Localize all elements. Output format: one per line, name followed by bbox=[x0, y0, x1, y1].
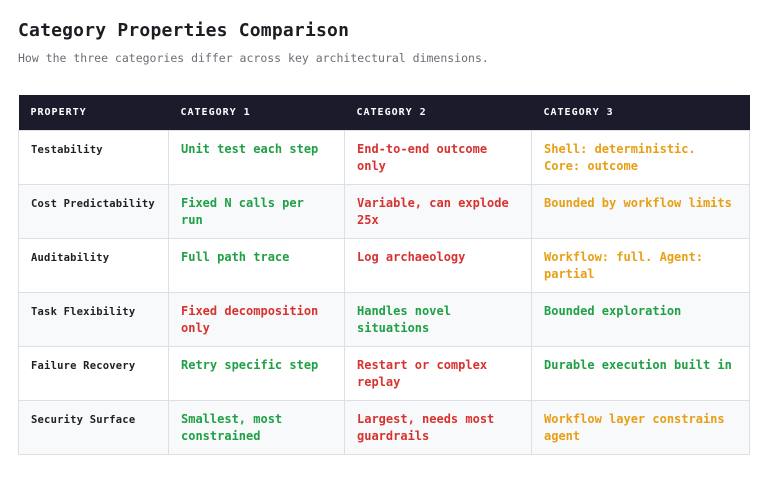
property-cell: Task Flexibility bbox=[18, 291, 169, 347]
category-1-cell: Retry specific step bbox=[168, 345, 345, 401]
comparison-table: PROPERTY CATEGORY 1 CATEGORY 2 CATEGORY … bbox=[18, 95, 750, 455]
property-cell: Security Surface bbox=[18, 399, 169, 455]
table-header: PROPERTY CATEGORY 1 CATEGORY 2 CATEGORY … bbox=[18, 95, 750, 130]
property-cell: Failure Recovery bbox=[18, 345, 169, 401]
property-cell: Auditability bbox=[18, 237, 169, 293]
category-2-cell: Handles novel situations bbox=[344, 291, 532, 347]
table-body: Testability Unit test each step End-to-e… bbox=[18, 129, 750, 455]
header-property: PROPERTY bbox=[18, 95, 169, 130]
table-row: Failure Recovery Retry specific step Res… bbox=[18, 345, 750, 401]
category-1-cell: Fixed N calls per run bbox=[168, 183, 345, 239]
category-1-cell: Unit test each step bbox=[168, 129, 345, 185]
table-row: Testability Unit test each step End-to-e… bbox=[18, 129, 750, 185]
page-title: Category Properties Comparison bbox=[18, 20, 350, 41]
header-category-1: CATEGORY 1 bbox=[168, 95, 345, 130]
table-row: Security Surface Smallest, most constrai… bbox=[18, 399, 750, 455]
category-2-cell: Variable, can explode 25x bbox=[344, 183, 532, 239]
table-row: Auditability Full path trace Log archaeo… bbox=[18, 237, 750, 293]
category-2-cell: Restart or complex replay bbox=[344, 345, 532, 401]
category-3-cell: Bounded by workflow limits bbox=[531, 183, 750, 239]
category-1-cell: Smallest, most constrained bbox=[168, 399, 345, 455]
category-3-cell: Shell: deterministic. Core: outcome bbox=[531, 129, 750, 185]
header-row: PROPERTY CATEGORY 1 CATEGORY 2 CATEGORY … bbox=[18, 95, 750, 130]
page-subtitle: How the three categories differ across k… bbox=[18, 51, 489, 65]
category-1-cell: Fixed decomposition only bbox=[168, 291, 345, 347]
category-1-cell: Full path trace bbox=[168, 237, 345, 293]
category-3-cell: Durable execution built in bbox=[531, 345, 750, 401]
property-cell: Testability bbox=[18, 129, 169, 185]
header-category-2: CATEGORY 2 bbox=[344, 95, 532, 130]
table-row: Cost Predictability Fixed N calls per ru… bbox=[18, 183, 750, 239]
category-2-cell: Largest, needs most guardrails bbox=[344, 399, 532, 455]
table-row: Task Flexibility Fixed decomposition onl… bbox=[18, 291, 750, 347]
category-2-cell: End-to-end outcome only bbox=[344, 129, 532, 185]
category-3-cell: Workflow layer constrains agent bbox=[531, 399, 750, 455]
property-cell: Cost Predictability bbox=[18, 183, 169, 239]
category-2-cell: Log archaeology bbox=[344, 237, 532, 293]
category-3-cell: Workflow: full. Agent: partial bbox=[531, 237, 750, 293]
header-category-3: CATEGORY 3 bbox=[531, 95, 750, 130]
comparison-section: Category Properties Comparison How the t… bbox=[18, 0, 750, 455]
category-3-cell: Bounded exploration bbox=[531, 291, 750, 347]
